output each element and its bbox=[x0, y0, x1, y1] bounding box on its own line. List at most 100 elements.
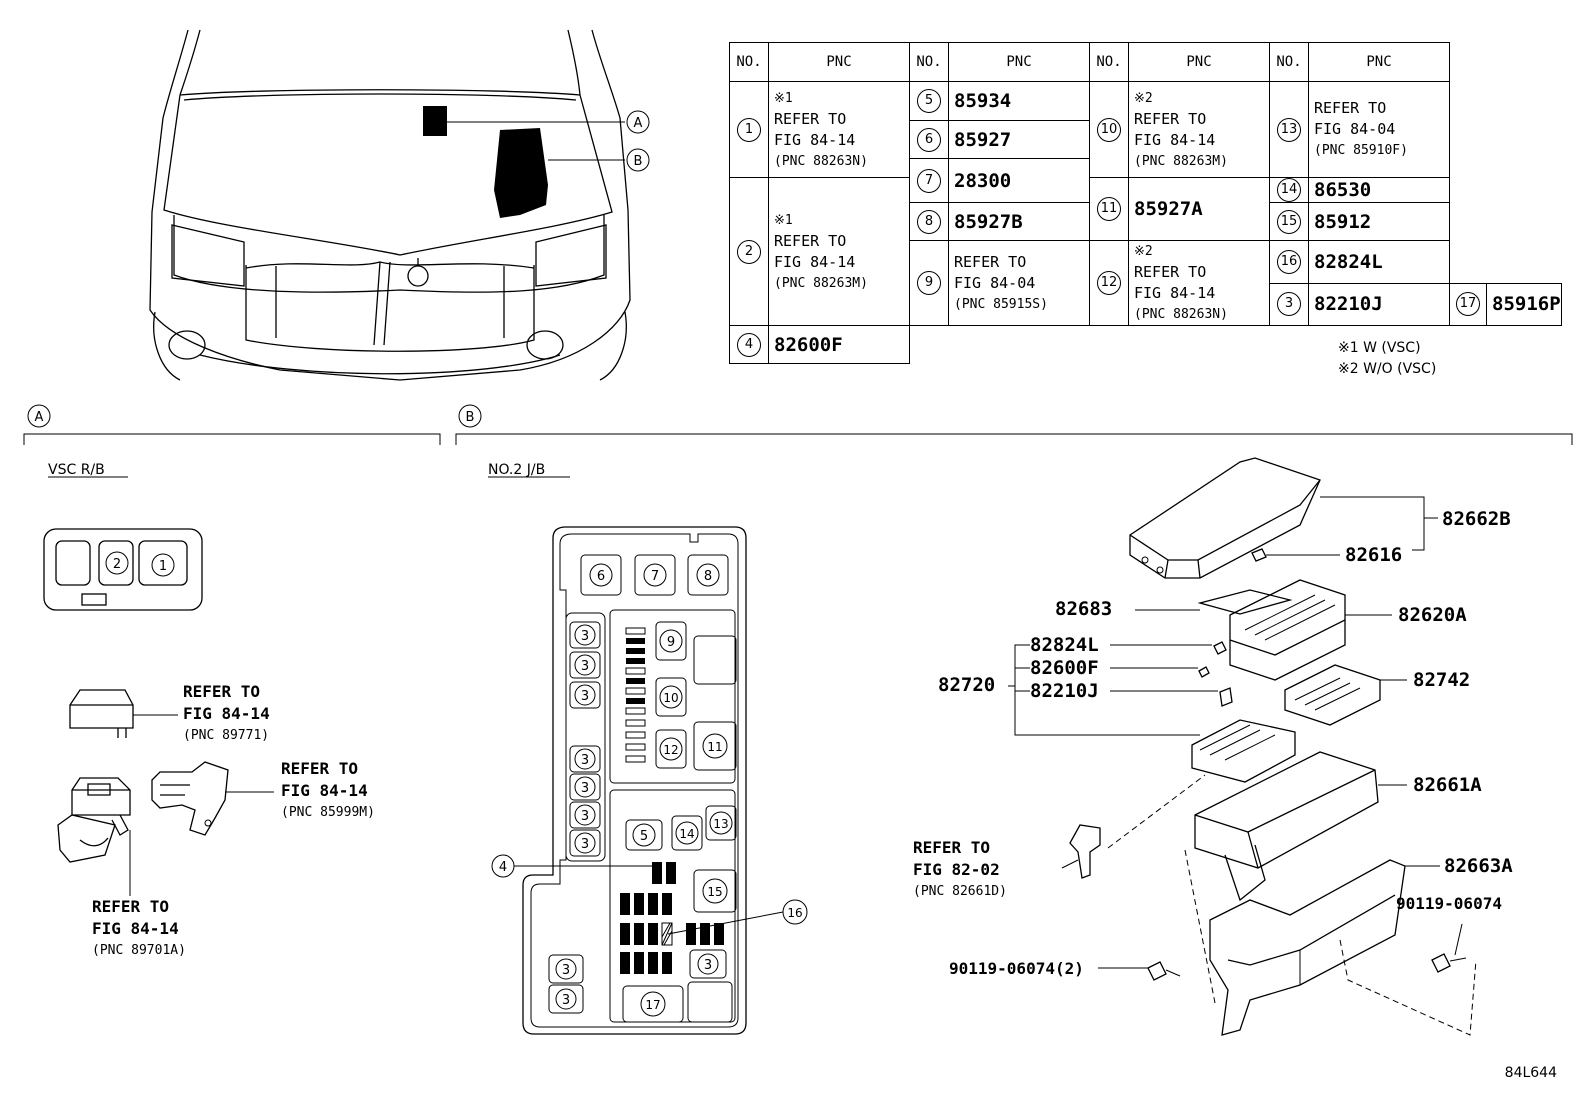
exploded-view bbox=[1008, 457, 1477, 1036]
ref-a2-line2: FIG 84-14 bbox=[281, 781, 368, 800]
label-82663a: 82663A bbox=[1444, 855, 1513, 877]
callout-16: 16 bbox=[667, 899, 808, 935]
pnc-cell-3: 82210J bbox=[1308, 282, 1450, 326]
relay-part-89701a bbox=[57, 777, 131, 896]
svg-text:13: 13 bbox=[713, 817, 728, 831]
pnc-cell-14: 86530 bbox=[1308, 177, 1450, 203]
mini-fuse-column bbox=[625, 627, 646, 763]
figure-code: 84L644 bbox=[1505, 1065, 1557, 1081]
section-a-letter: A bbox=[35, 410, 44, 425]
no-16: 16 bbox=[1277, 249, 1301, 274]
callout-letter-a: A bbox=[634, 116, 643, 131]
svg-text:3: 3 bbox=[581, 781, 589, 796]
no-13: 13 bbox=[1277, 117, 1301, 142]
label-82600f: 82600F bbox=[1030, 657, 1099, 679]
pnc-cell-11: 85927A bbox=[1128, 177, 1270, 241]
label-82683: 82683 bbox=[1055, 598, 1112, 620]
no-1: 1 bbox=[737, 117, 761, 142]
hdr-pnc-1: PNC bbox=[768, 42, 910, 82]
hdr-pnc-4: PNC bbox=[1308, 42, 1450, 82]
table-row: 9 REFER TO FIG 84-04 (PNC 85915S) 12 ※2 … bbox=[730, 240, 1562, 326]
section-a-title: VSC R/B bbox=[48, 462, 105, 478]
svg-text:15: 15 bbox=[707, 885, 722, 899]
ref-a1-line3: (PNC 89771) bbox=[183, 728, 269, 743]
no-9: 9 bbox=[917, 271, 941, 295]
ref-a3-line3: (PNC 89701A) bbox=[92, 943, 186, 958]
table-row: 1 ※1 REFER TO FIG 84-14 (PNC 88263N) 5 8… bbox=[729, 81, 1562, 178]
svg-text:3: 3 bbox=[581, 809, 589, 824]
relay-label-2: 2 bbox=[113, 557, 121, 572]
fuse-grid bbox=[620, 893, 727, 979]
footnote-vsc: ※1 W (VSC) bbox=[1338, 340, 1421, 356]
pnc-cell-17: 85916P bbox=[1486, 282, 1562, 326]
pnc-cell-13: REFER TO FIG 84-04 (PNC 85910F) bbox=[1308, 81, 1450, 178]
pnc-cell-6: 85927 bbox=[948, 120, 1090, 159]
label-82662b: 82662B bbox=[1442, 508, 1511, 530]
label-bolt-90119: 90119-06074 bbox=[1396, 894, 1502, 913]
fuse-11-slot: 11 bbox=[693, 721, 737, 771]
ref-a3-line2: FIG 84-14 bbox=[92, 919, 179, 938]
hdr-no-1: NO. bbox=[729, 42, 769, 82]
no-5: 5 bbox=[917, 89, 941, 113]
section-b-title: NO.2 J/B bbox=[488, 462, 545, 478]
label-refer-to: REFER TO bbox=[913, 838, 990, 857]
no-7: 7 bbox=[917, 168, 941, 193]
no-8: 8 bbox=[917, 209, 941, 234]
table-row: 2 ※1 REFER TO FIG 84-14 (PNC 88263M) 11 … bbox=[729, 177, 1562, 326]
fuse-5-slot: 5 bbox=[625, 819, 663, 851]
no-6: 6 bbox=[917, 127, 941, 152]
car-front-illustration bbox=[149, 29, 631, 381]
hdr-no-4: NO. bbox=[1269, 42, 1309, 82]
fuse-9-slot: 9 bbox=[655, 621, 687, 661]
no-11: 11 bbox=[1097, 197, 1121, 221]
pnc-cell-5: 85934 bbox=[948, 81, 1090, 121]
no-10: 10 bbox=[1097, 117, 1121, 142]
fuse-6-slot: 6 bbox=[580, 554, 622, 596]
label-bolt-90119-2: 90119-06074(2) bbox=[949, 959, 1084, 978]
hdr-pnc-2: PNC bbox=[948, 42, 1090, 82]
fuse-15-slot: 15 bbox=[693, 869, 737, 913]
empty-slot-bottom bbox=[687, 981, 733, 1023]
svg-text:12: 12 bbox=[663, 743, 678, 757]
pnc-cell-16: 82824L bbox=[1308, 240, 1450, 284]
fuse-8-slot: 8 bbox=[687, 554, 729, 596]
fuse-13-slot: 13 bbox=[705, 805, 737, 841]
label-82620a: 82620A bbox=[1398, 604, 1467, 626]
table-row: 3 82210J 17 85916P bbox=[730, 282, 1562, 326]
callout-4: 4 bbox=[491, 854, 652, 878]
callout-b-top: B bbox=[626, 148, 650, 172]
svg-text:3: 3 bbox=[562, 993, 570, 1008]
ref-a1-line1: REFER TO bbox=[183, 682, 260, 701]
vsc-relay-block: 2 1 bbox=[43, 528, 203, 611]
pnc-table: NO. PNC NO. PNC NO. PNC NO. PNC 1 ※1 REF… bbox=[729, 42, 1562, 364]
no-12: 12 bbox=[1097, 271, 1121, 295]
svg-text:3: 3 bbox=[581, 689, 589, 704]
table-row: 6 85927 bbox=[730, 120, 1562, 159]
label-82661a: 82661A bbox=[1413, 774, 1482, 796]
fuse-17-slot: 17 bbox=[622, 985, 684, 1023]
footnote-wo-vsc: ※2 W/O (VSC) bbox=[1338, 361, 1437, 377]
hdr-no-2: NO. bbox=[909, 42, 949, 82]
empty-slot-top bbox=[693, 635, 737, 685]
section-a-ref-2: REFER TO FIG 84-14 (PNC 85999M) bbox=[281, 759, 375, 820]
pnc-cell-12: ※2 REFER TO FIG 84-14 (PNC 88263N) bbox=[1128, 240, 1270, 326]
pnc-cell-10: ※2 REFER TO FIG 84-14 (PNC 88263M) bbox=[1128, 81, 1270, 178]
section-b-header: B NO.2 J/B bbox=[455, 404, 1573, 478]
pnc-cell-9: REFER TO FIG 84-04 (PNC 85915S) bbox=[948, 240, 1090, 326]
box-7: 7 bbox=[651, 569, 659, 584]
no-15: 15 bbox=[1277, 209, 1301, 234]
relay-3-column: 3 3 3 3 3 3 3 bbox=[569, 621, 601, 857]
svg-text:3: 3 bbox=[581, 629, 589, 644]
fuse-7-slot: 7 bbox=[634, 554, 676, 596]
relay-3-lower-right: 3 bbox=[697, 953, 719, 975]
table-row: 7 28300 bbox=[730, 158, 1562, 203]
svg-text:10: 10 bbox=[663, 691, 678, 705]
svg-text:14: 14 bbox=[679, 827, 694, 841]
pnc-cell-4: 82600F bbox=[768, 325, 910, 364]
svg-text:5: 5 bbox=[640, 829, 648, 844]
ref-a1-line2: FIG 84-14 bbox=[183, 704, 270, 723]
table-row: 4 82600F bbox=[729, 325, 1562, 364]
ref-a2-line3: (PNC 85999M) bbox=[281, 805, 375, 820]
table-row: 8 85927B 15 85912 bbox=[730, 202, 1562, 241]
